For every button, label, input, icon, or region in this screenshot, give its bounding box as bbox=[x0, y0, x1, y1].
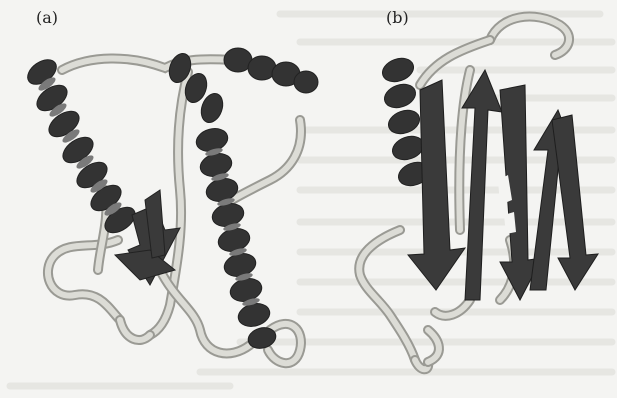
panel-label-a: (a) bbox=[36, 8, 58, 27]
panel-label-b: (b) bbox=[386, 8, 409, 27]
panel-a-strand-cluster bbox=[115, 190, 180, 285]
panel-b-ribbon-diagram bbox=[320, 0, 617, 398]
panel-a-ribbon-diagram bbox=[0, 0, 320, 398]
panel-a-helix-1 bbox=[23, 55, 140, 238]
